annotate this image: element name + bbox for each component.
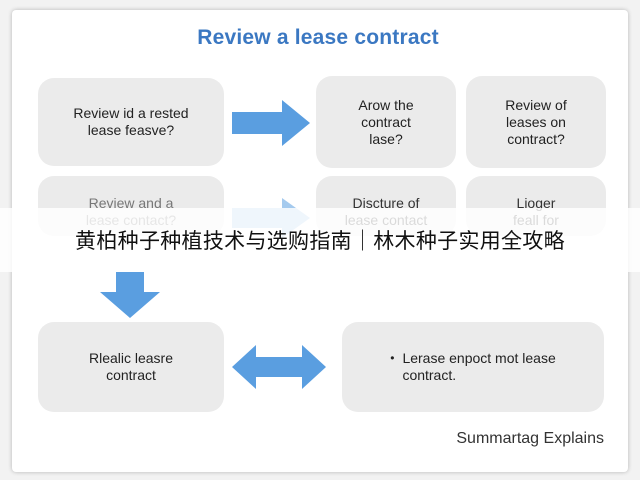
box-top-left: Review id a rested lease feasve? (38, 78, 224, 166)
arrow-right-icon (232, 100, 310, 146)
box-top-left-text: Review id a rested lease feasve? (73, 105, 189, 138)
banner-text: 黄柏种子种植技术与选购指南｜林木种子实用全攻略 (75, 229, 565, 253)
box-bottom-left-text: Rlealic leasre contract (88, 350, 174, 383)
box-top-middle: Arow the contract lase? (316, 76, 456, 168)
bullet-item: • Lerase enpoct mot lease contract. (390, 350, 556, 384)
footer-credit: Summartag Explains (456, 430, 604, 447)
box-bottom-right: • Lerase enpoct mot lease contract. (342, 322, 604, 412)
box-bottom-right-text: Lerase enpoct mot lease contract. (402, 350, 556, 383)
double-arrow-icon (232, 345, 326, 389)
arrow-down-icon (100, 272, 160, 318)
box-top-middle-text: Arow the contract lase? (358, 96, 414, 147)
banner-overlay: 黄柏种子种植技术与选购指南｜林木种子实用全攻略 (0, 208, 640, 272)
diagram-title: Review a lease contract (197, 26, 439, 49)
box-top-right: Review of leases on contract? (466, 76, 606, 168)
box-bottom-left: Rlealic leasre contract (38, 322, 224, 412)
bullet-icon: • (390, 351, 395, 365)
box-top-right-text: Review of leases on contract? (505, 96, 567, 147)
